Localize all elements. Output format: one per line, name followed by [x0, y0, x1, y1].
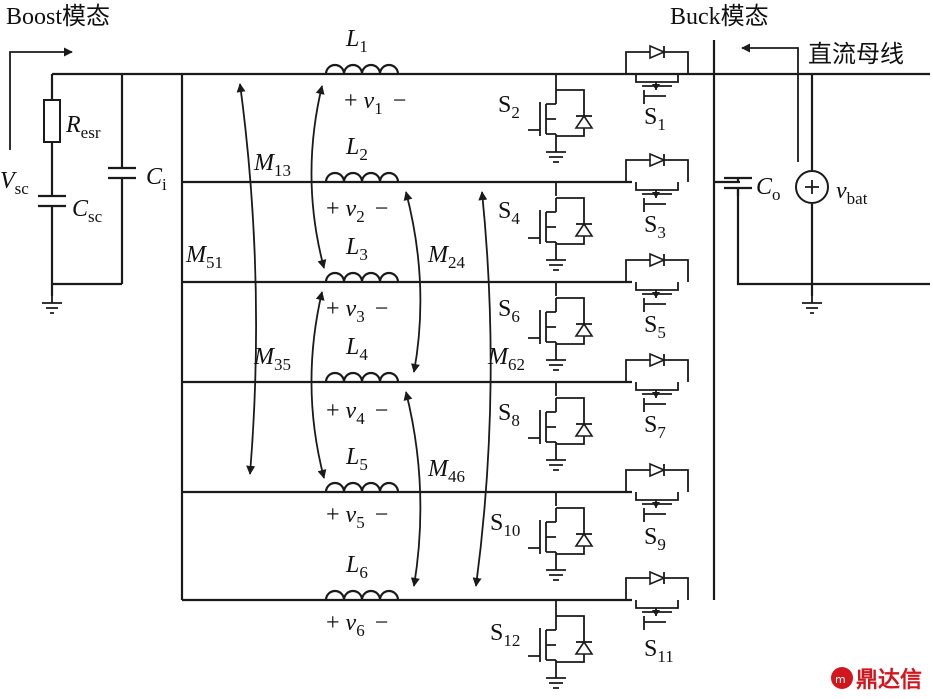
plus-sign — [805, 180, 819, 194]
watermark-text: 鼎达信 — [856, 667, 922, 693]
high-side-switch-s9 — [625, 462, 689, 522]
inductor-label-l3: L3 — [345, 234, 368, 264]
inductor-l4 — [324, 371, 400, 383]
coupling-arrow-m35 — [310, 291, 327, 479]
inductor-coils — [324, 63, 400, 601]
m24-label: M24 — [427, 242, 466, 272]
m13-label: M13 — [253, 150, 291, 180]
high-side-switch-s7 — [625, 352, 689, 412]
high-side-switch-s11 — [625, 570, 689, 630]
inductor-label-l2: L2 — [345, 134, 368, 164]
inductor-label-l1: L1 — [345, 26, 368, 56]
vsc-label: Vsc — [0, 168, 29, 198]
resr-resistor — [43, 99, 61, 143]
labels: Boost模态 Buck模态 直流母线 Vsc Resr Csc Ci Co v… — [0, 3, 904, 666]
vbat-label: vbat — [836, 178, 868, 208]
boost-direction-arrow — [9, 47, 73, 150]
buck-mode-label: Buck模态 — [670, 3, 769, 30]
voltage-label-v6: +v6− — [326, 610, 388, 640]
switch-label-s2: S2 — [498, 92, 520, 122]
switch-label-s5: S5 — [644, 312, 666, 342]
inductor-label-l5: L5 — [345, 444, 368, 474]
csc-label: Csc — [72, 196, 103, 226]
switch-label-s12: S12 — [490, 620, 520, 650]
switch-label-s10: S10 — [490, 510, 520, 540]
m62-label: M62 — [487, 344, 525, 374]
inductor-l6 — [324, 589, 400, 601]
low-side-switches — [528, 89, 594, 689]
voltage-label-v2: +v2− — [326, 196, 388, 226]
switch-label-s11: S11 — [644, 636, 674, 666]
coupling-arrow-m62 — [472, 191, 492, 587]
switch-label-s8: S8 — [498, 400, 520, 430]
switch-label-s6: S6 — [498, 296, 520, 326]
switch-label-s9: S9 — [644, 524, 666, 554]
ci-capacitor — [108, 74, 136, 284]
switch-label-s4: S4 — [498, 198, 520, 228]
switch-label-s1: S1 — [644, 104, 666, 134]
inductor-bus — [180, 74, 632, 616]
input-network — [9, 47, 632, 314]
ci-label: Ci — [146, 164, 167, 194]
csc-capacitor — [38, 194, 66, 208]
svg-text:m: m — [835, 673, 846, 686]
voltage-label-v3: +v3− — [326, 296, 388, 326]
co-label: Co — [756, 174, 781, 204]
watermark-logo: m 鼎达信 — [831, 667, 922, 693]
buck-direction-arrow — [741, 43, 799, 162]
inductor-l5 — [324, 481, 400, 493]
coupling-arrow-m46 — [403, 391, 422, 587]
voltage-label-v5: +v5− — [326, 502, 388, 532]
m51-label: M51 — [185, 242, 223, 272]
voltage-label-v4: +v4− — [326, 398, 388, 428]
high-side-switch-s3 — [625, 152, 689, 212]
boost-mode-label: Boost模态 — [6, 3, 110, 30]
inductor-label-l4: L4 — [345, 334, 368, 364]
high-side-switches — [625, 44, 689, 630]
dc-bus-label: 直流母线 — [808, 40, 904, 68]
coupling-arrow-m51 — [236, 83, 257, 475]
m35-label: M35 — [253, 344, 291, 374]
output-network — [632, 40, 930, 600]
low-side-switch-s8 — [528, 397, 594, 471]
inductor-l3 — [324, 271, 400, 283]
inductor-l1 — [324, 63, 400, 75]
coupling-arrow-m24 — [403, 191, 422, 373]
low-side-switch-s10 — [528, 507, 594, 581]
high-side-switch-s1 — [625, 44, 689, 104]
watermark-icon — [831, 667, 853, 689]
low-side-switch-s12 — [528, 615, 594, 689]
switch-label-s7: S7 — [644, 412, 666, 442]
low-side-switch-s2 — [528, 89, 594, 163]
inductor-label-l6: L6 — [345, 552, 368, 582]
coupling-arrows — [236, 83, 492, 587]
m46-label: M46 — [427, 456, 465, 486]
ground-symbol — [802, 296, 822, 314]
resr-label: Resr — [65, 112, 101, 142]
voltage-label-v1: +v1− — [344, 88, 406, 118]
low-side-switch-s4 — [528, 197, 594, 271]
inductor-l2 — [324, 171, 400, 183]
ground-symbol — [42, 296, 62, 314]
high-side-switch-s5 — [625, 252, 689, 312]
low-side-switch-s6 — [528, 297, 594, 371]
switch-label-s3: S3 — [644, 212, 666, 242]
coupling-arrow-m13 — [310, 85, 327, 269]
